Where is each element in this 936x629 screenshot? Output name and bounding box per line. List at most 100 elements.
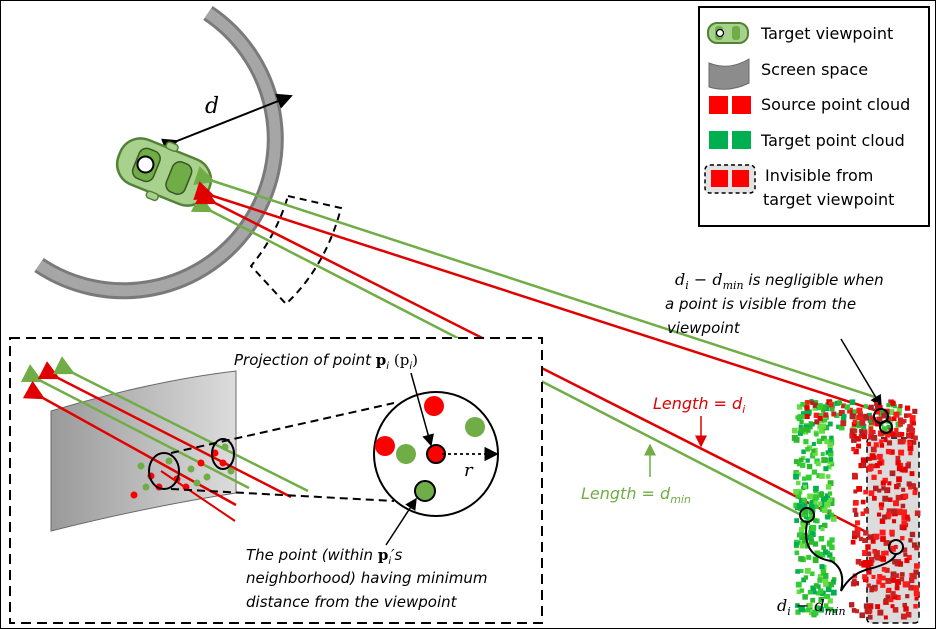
cloud-point [873, 442, 879, 448]
cloud-point [889, 449, 895, 455]
cloud-point [816, 473, 822, 479]
cloud-point [812, 541, 819, 547]
cloud-point [912, 408, 918, 414]
cloud-point [794, 518, 799, 523]
cloud-point [807, 602, 813, 609]
cloud-point [812, 609, 819, 616]
cloud-point [826, 464, 832, 470]
cloud-point [814, 432, 819, 437]
cloud-point [895, 460, 901, 466]
negligible-annotation: di − dmin is negligible when a point is … [665, 270, 884, 408]
cloud-point [797, 430, 803, 436]
cloud-point [879, 443, 885, 448]
cloud-point [853, 449, 859, 455]
cloud-point [805, 399, 810, 405]
cloud-point [813, 485, 819, 492]
cloud-point [868, 556, 875, 563]
zoom-point-red-2 [375, 436, 395, 456]
cloud-point [890, 400, 896, 406]
cloud-point [874, 420, 881, 427]
cloud-point [899, 572, 905, 577]
legend-car-icon [707, 22, 749, 44]
cloud-point [885, 588, 891, 593]
cloud-point [877, 453, 883, 460]
cloud-point [913, 569, 919, 575]
cloud-point [895, 455, 901, 461]
cloud-point [830, 501, 835, 506]
cloud-point [810, 400, 815, 405]
cloud-point [802, 503, 808, 509]
cloud-point [827, 421, 833, 427]
cloud-point [829, 435, 834, 441]
cloud-point [829, 406, 835, 412]
cloud-point [889, 470, 896, 477]
cloud-point [893, 544, 898, 549]
cloud-point [895, 494, 902, 501]
cloud-point [902, 547, 908, 553]
cloud-point [866, 569, 872, 575]
cloud-point [871, 474, 877, 480]
cloud-point [886, 440, 893, 446]
cloud-point [802, 476, 807, 481]
cloud-point [873, 533, 880, 540]
cloud-point [914, 596, 919, 601]
cloud-point [791, 434, 798, 441]
cloud-point [881, 412, 887, 419]
cloud-point [812, 405, 818, 411]
cloud-point [849, 413, 856, 420]
cloud-point [849, 602, 855, 608]
cloud-point [885, 577, 892, 584]
cloud-point [866, 560, 873, 566]
cloud-point [798, 498, 804, 504]
cloud-point [794, 539, 799, 545]
cloud-point [860, 457, 867, 464]
cloud-point [796, 404, 803, 410]
inset-zoom-panel: r Projection of point pi (pi) The point … [9, 337, 543, 624]
cloud-point [909, 531, 916, 538]
cloud-point [810, 531, 816, 538]
cloud-point [909, 483, 916, 490]
cloud-point [871, 429, 876, 435]
cloud-point [867, 465, 874, 472]
cloud-point [861, 462, 867, 468]
cloud-point [816, 404, 823, 411]
cloud-point [817, 415, 823, 421]
cloud-point [823, 594, 828, 599]
cloud-point [844, 404, 851, 410]
cloud-point [813, 447, 818, 452]
cloud-point [896, 559, 902, 564]
cloud-point [875, 604, 881, 610]
cloud-point [794, 550, 800, 556]
cloud-point [905, 611, 912, 618]
cloud-point [887, 431, 893, 436]
cloud-point [896, 465, 903, 472]
cloud-point [894, 585, 900, 591]
cloud-point [894, 427, 899, 433]
cloud-point [880, 480, 886, 486]
cloud-point [803, 426, 809, 432]
cloud-point [849, 433, 855, 439]
cloud-point [873, 485, 879, 492]
cloud-point [870, 585, 875, 591]
cloud-point [892, 404, 897, 409]
cloud-point [856, 486, 863, 492]
cloud-point [823, 466, 829, 472]
cloud-point [799, 414, 805, 420]
cloud-point [823, 424, 830, 431]
cloud-point [870, 446, 877, 453]
cloud-point [817, 412, 824, 419]
cloud-point [904, 405, 911, 411]
cloud-point [820, 570, 827, 576]
cloud-point [905, 463, 911, 469]
cloud-point [825, 474, 831, 479]
cloud-point [879, 529, 886, 536]
cloud-point [829, 544, 835, 551]
legend-label-source: Source point cloud [761, 95, 910, 114]
cloud-point [886, 424, 892, 430]
cloud-point [882, 495, 889, 502]
cloud-point [887, 481, 892, 486]
cloud-point [867, 534, 874, 540]
cloud-point [796, 480, 801, 486]
cloud-point [801, 577, 807, 583]
